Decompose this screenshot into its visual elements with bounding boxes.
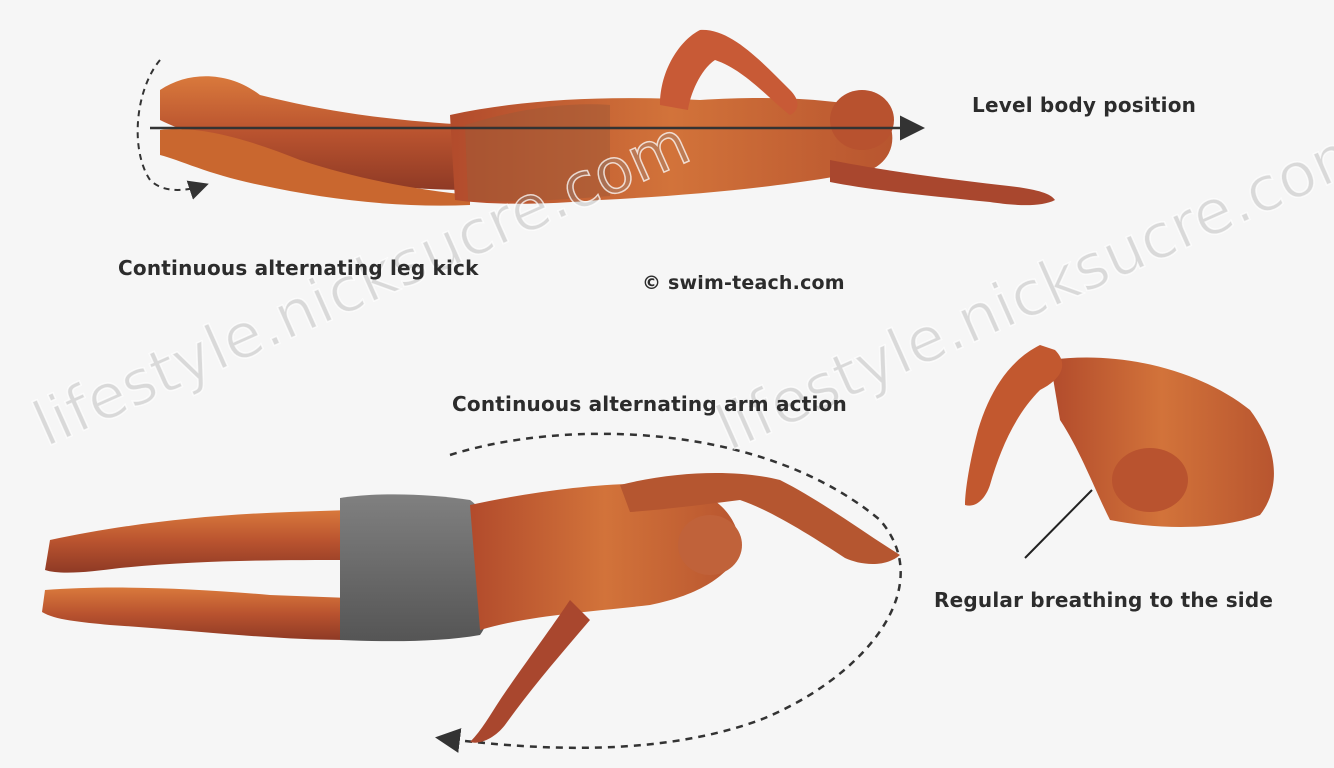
breathing-pointer-line bbox=[1025, 490, 1092, 558]
breathing-swimmer-head bbox=[1112, 448, 1188, 512]
side-swimmer-shorts bbox=[465, 104, 610, 201]
side-swimmer-extended-arm bbox=[830, 160, 1055, 205]
arm-action-label: Continuous alternating arm action bbox=[452, 392, 847, 416]
front-view-swimmer bbox=[42, 434, 901, 748]
breathing-swimmer-arm bbox=[965, 345, 1062, 506]
side-swimmer-head bbox=[830, 90, 894, 150]
leg-kick-label: Continuous alternating leg kick bbox=[118, 256, 479, 280]
front-swimmer-top-leg bbox=[45, 510, 350, 573]
breathing-label: Regular breathing to the side bbox=[934, 588, 1273, 612]
copyright-label: © swim-teach.com bbox=[642, 272, 845, 294]
side-view-swimmer bbox=[138, 30, 1055, 206]
front-swimmer-bottom-leg bbox=[42, 588, 350, 640]
level-body-position-label: Level body position bbox=[972, 93, 1196, 117]
front-swimmer-head bbox=[678, 515, 742, 575]
breathing-swimmer bbox=[965, 345, 1274, 558]
